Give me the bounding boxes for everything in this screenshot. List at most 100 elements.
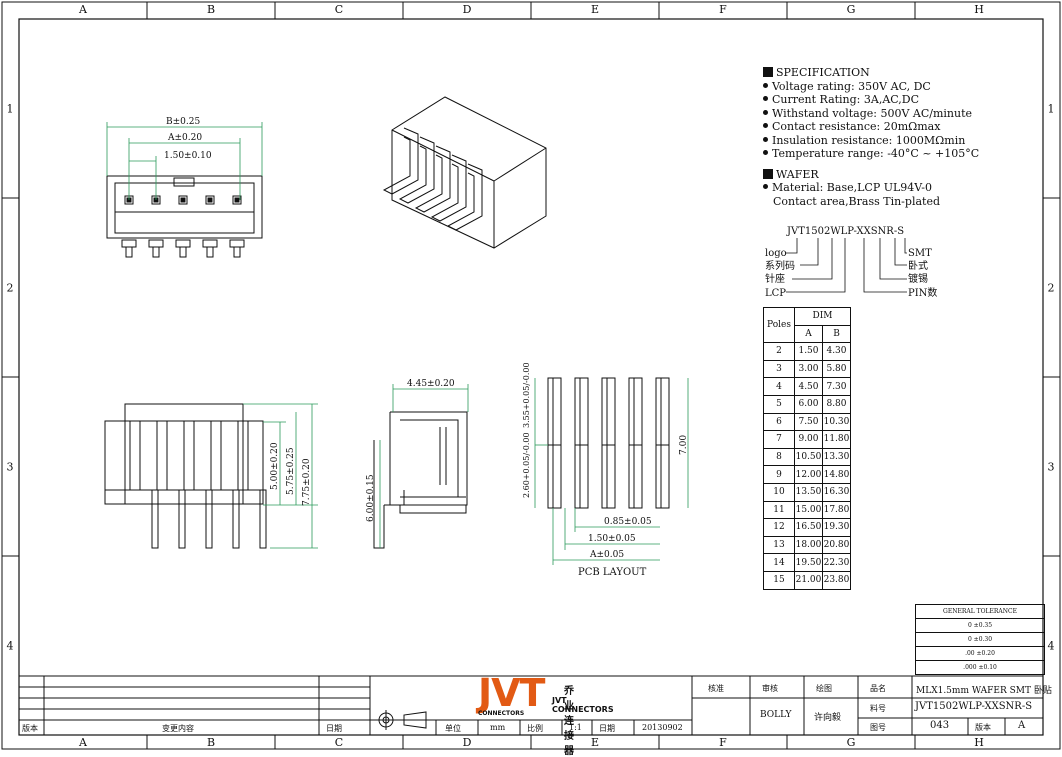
tb-date: 20130902 <box>642 723 683 732</box>
pcb-layout <box>547 377 670 509</box>
wafer-heading: WAFER <box>776 167 819 181</box>
grid-col-label: H <box>974 736 984 749</box>
side-view <box>373 411 468 549</box>
sv-dim-height: 6.00±0.15 <box>366 474 376 522</box>
dim-b-cell: 7.30 <box>822 377 851 396</box>
tb-scale: 1:1 <box>569 723 582 732</box>
grid-col-label: A <box>78 736 88 749</box>
part-code: JVT1502WLP-XXSNR-S <box>786 226 904 237</box>
tb-draw-label: 绘图 <box>816 684 832 693</box>
bullet-icon <box>763 150 768 155</box>
dim-poles-cell: 4 <box>763 377 795 396</box>
dim-table-dim-header: DIM <box>794 307 851 326</box>
dim-a-cell: 13.50 <box>794 482 823 502</box>
dim-a-cell: 16.50 <box>794 518 823 537</box>
grid-row-label: 1 <box>1048 103 1055 116</box>
dim-a-cell: 6.00 <box>794 394 823 414</box>
dim-a-cell: 7.50 <box>794 412 823 432</box>
grid-col-label: B <box>207 3 215 16</box>
dim-a-cell: 3.00 <box>794 359 823 379</box>
tb-version: A <box>1018 720 1026 731</box>
pcb-dims <box>534 378 689 565</box>
pcb-dim-3: 7.00 <box>679 435 689 455</box>
tb-scale-label: 比例 <box>527 724 543 733</box>
sf-dim-3: 7.75±0.20 <box>302 458 312 506</box>
spec-heading-row: SPECIFICATION <box>763 66 1053 80</box>
grid-col-label: D <box>463 3 472 16</box>
spec-item: Voltage rating: 350V AC, DC <box>763 80 1053 94</box>
pc-right-2: 镀锡 <box>908 272 928 285</box>
logo-cn: 乔业连接器 <box>564 686 574 757</box>
fv-dim-pitch: 1.50±0.10 <box>164 151 212 161</box>
tolerance-row: 0 ±0.30 <box>915 632 1045 647</box>
pc-right-3: PIN数 <box>908 286 937 299</box>
dim-table-b-header: B <box>822 324 851 344</box>
pcb-dim-2: 2.60+0.05/-0.00 <box>522 432 531 498</box>
grid-row-label: 3 <box>1048 461 1055 474</box>
dim-b-cell: 13.30 <box>822 447 851 467</box>
grid-row-label: 1 <box>7 103 14 116</box>
tb-unit-label: 单位 <box>445 724 461 733</box>
sf-dim-1: 5.00±0.20 <box>270 442 280 490</box>
dim-a-cell: 12.00 <box>794 465 823 484</box>
dim-b-cell: 20.80 <box>822 535 851 555</box>
dim-a-cell: 15.00 <box>794 500 823 520</box>
logo-en: JVT CONNECTORS <box>552 696 614 714</box>
dim-poles-cell: 11 <box>763 500 795 520</box>
spec-item: Temperature range: -40°C ~ +105°C <box>763 147 1053 161</box>
tb-rev-label: 版本 <box>22 724 38 733</box>
side-view-dims <box>379 384 469 548</box>
dim-b-cell: 23.80 <box>822 570 851 590</box>
dim-a-cell: 4.50 <box>794 377 823 396</box>
specification-panel: SPECIFICATION Voltage rating: 350V AC, D… <box>763 66 1053 208</box>
grid-col-label: A <box>78 3 88 16</box>
tb-approve-label: 核准 <box>708 684 724 693</box>
bullet-icon <box>763 123 768 128</box>
grid-col-label: E <box>591 736 599 749</box>
grid-row-label: 3 <box>7 461 14 474</box>
dim-poles-cell: 10 <box>763 482 795 502</box>
bullet-icon <box>763 96 768 101</box>
dim-b-cell: 14.80 <box>822 465 851 484</box>
grid-row-label: 2 <box>7 282 14 295</box>
tb-date-label: 日期 <box>599 724 615 733</box>
dim-poles-cell: 2 <box>763 342 795 361</box>
tb-unit: mm <box>490 723 506 732</box>
pcb-dim-4: 0.85±0.05 <box>604 517 652 527</box>
dim-poles-cell: 13 <box>763 535 795 555</box>
grid-row-label: 4 <box>7 640 14 653</box>
title-block-grid <box>19 675 1043 735</box>
tb-date-col-label: 日期 <box>326 724 342 733</box>
spec-item: Current Rating: 3A,AC,DC <box>763 93 1053 107</box>
dim-a-cell: 10.50 <box>794 447 823 467</box>
tb-part-label: 料号 <box>870 704 886 713</box>
dim-b-cell: 5.80 <box>822 359 851 379</box>
front-view <box>106 175 263 258</box>
tolerance-row: 0 ±0.35 <box>915 618 1045 633</box>
square-bullet-icon <box>763 67 773 77</box>
pc-left-0: logo <box>765 248 787 259</box>
wafer-heading-row: WAFER <box>763 168 1053 182</box>
tb-drawer: 许向毅 <box>814 713 842 723</box>
square-bullet-icon <box>763 168 773 179</box>
pc-right-0: SMT <box>908 248 932 259</box>
front-view-dims <box>106 122 263 200</box>
dim-b-cell: 19.30 <box>822 518 851 537</box>
dim-a-cell: 1.50 <box>794 342 823 361</box>
wafer-note: Contact area,Brass Tin-plated <box>773 194 940 208</box>
dim-table-a-header: A <box>794 324 823 344</box>
tb-change-label: 变更内容 <box>162 724 194 733</box>
tb-part: JVT1502WLP-XXSNR-S <box>915 701 1033 712</box>
